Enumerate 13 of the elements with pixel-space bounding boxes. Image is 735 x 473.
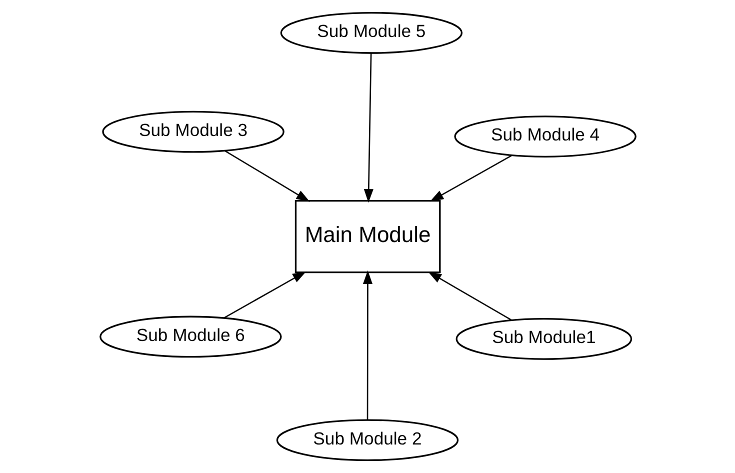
- arrow: [427, 271, 512, 320]
- node-ellipse: Sub Module 2: [276, 419, 458, 462]
- node-ellipse: Sub Module 3: [102, 110, 284, 153]
- node-ellipse: Sub Module1: [455, 318, 632, 360]
- arrow: [429, 154, 512, 202]
- arrow: [224, 150, 310, 202]
- arrow: [363, 53, 373, 203]
- node-ellipse: Sub Module 5: [280, 12, 462, 54]
- arrow: [362, 270, 372, 420]
- node-box: Main Module: [294, 200, 440, 274]
- arrow: [223, 271, 306, 318]
- node-ellipse: Sub Module 6: [99, 316, 282, 358]
- node-ellipse: Sub Module 4: [454, 116, 636, 158]
